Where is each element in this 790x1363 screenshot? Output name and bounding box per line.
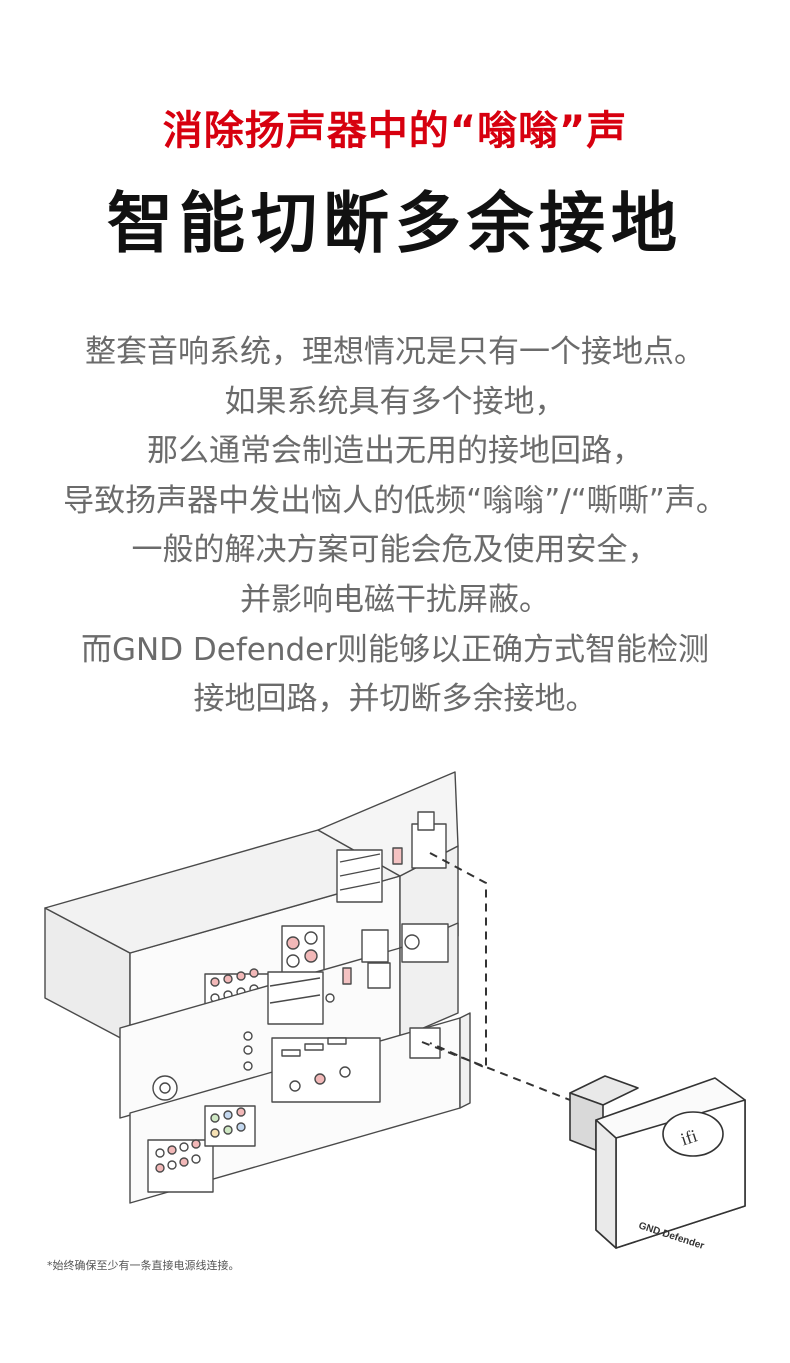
connection-lines [421,852,571,1101]
dac-unit [119,922,459,1119]
footnote: *始终确保至少有一条直接电源线连接。 [47,1259,240,1272]
device-logo: ifi [678,1125,699,1149]
description-line: 如果系统具有多个接地， [224,383,566,420]
description-line: 接地回路，并切断多余接地。 [193,681,597,718]
description-line: 而GND Defender则能够以正确方式智能检测 [80,631,709,668]
description-line: 一般的解决方案可能会危及使用安全， [131,532,659,569]
page-title: 智能切断多余接地 [107,185,683,262]
description: 整套音响系统，理想情况是只有一个接地点。 如果系统具有多个接地， 那么通常会制造… [0,328,790,725]
subtitle: 消除扬声器中的“嗡嗡”声 [162,108,628,154]
description-line: 导致扬声器中发出恼人的低频“嗡嗡”/“嘶嘶”声。 [63,482,727,519]
description-line: 整套音响系统，理想情况是只有一个接地点。 [85,334,705,370]
gnd-defender-device: ifi GND Defender [569,1075,746,1252]
description-line: 那么通常会制造出无用的接地回路， [147,433,643,470]
description-line: 并影响电磁干扰屏蔽。 [240,581,550,618]
audio-stack-illustration: ifi GND Defender [44,771,746,1252]
receiver-unit [129,1012,471,1204]
